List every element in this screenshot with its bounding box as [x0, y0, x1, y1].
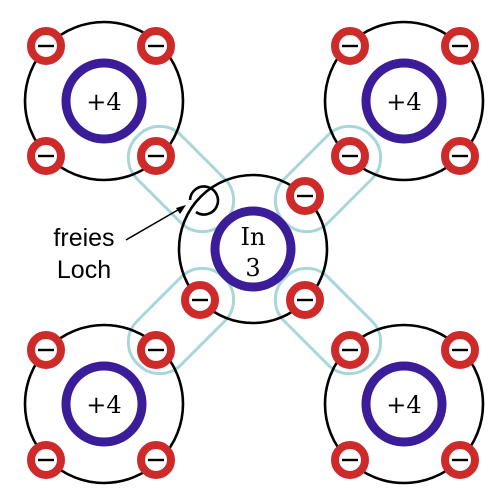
- electron-tr-4: [441, 137, 479, 175]
- electron-tl-1: [27, 27, 65, 65]
- electron-bl-2: [137, 331, 175, 369]
- charge-label-top-left: +4: [86, 88, 121, 116]
- shell-center: [177, 173, 329, 325]
- charge-label-top-right: +4: [386, 88, 421, 116]
- nucleus-bottom-right: [361, 361, 447, 447]
- electron-c-2: [181, 281, 219, 319]
- shell-top-left: [23, 20, 185, 182]
- electron-group: [27, 27, 479, 479]
- hole-pointer-line: [125, 206, 184, 241]
- shell-bottom-right: [323, 323, 485, 485]
- nucleus-top-left: [61, 58, 147, 144]
- bond-outline-bottom-right: [273, 266, 383, 376]
- electron-tl-4: [137, 137, 175, 175]
- nucleus-top-right: [361, 58, 447, 144]
- electron-tr-1: [331, 27, 369, 65]
- electron-tl-2: [137, 27, 175, 65]
- shell-bottom-left: [23, 323, 185, 485]
- nucleus-center: [210, 206, 296, 292]
- electron-tr-2: [441, 27, 479, 65]
- electron-c-3: [286, 281, 324, 319]
- electron-br-1: [331, 331, 369, 369]
- indium-symbol-label: In: [241, 223, 266, 251]
- electron-br-3: [331, 441, 369, 479]
- charge-label-bottom-left: +4: [86, 391, 121, 419]
- electron-bl-1: [27, 331, 65, 369]
- electron-tl-3: [27, 137, 65, 175]
- electron-br-2: [441, 331, 479, 369]
- charge-label-bottom-right: +4: [386, 391, 421, 419]
- hole-label-line1: freies: [53, 224, 114, 252]
- electron-br-4: [441, 441, 479, 479]
- electron-c-1: [286, 177, 324, 215]
- hole-pointer-arrowhead: [176, 205, 186, 214]
- electron-tr-3: [331, 137, 369, 175]
- hole-label-line2: Loch: [57, 256, 111, 284]
- nucleus-bottom-left: [61, 361, 147, 447]
- indium-valence-label: 3: [245, 254, 260, 282]
- electron-bl-3: [27, 441, 65, 479]
- free-hole-marker: [188, 185, 220, 216]
- shell-top-right: [323, 20, 485, 182]
- electron-bl-4: [137, 441, 175, 479]
